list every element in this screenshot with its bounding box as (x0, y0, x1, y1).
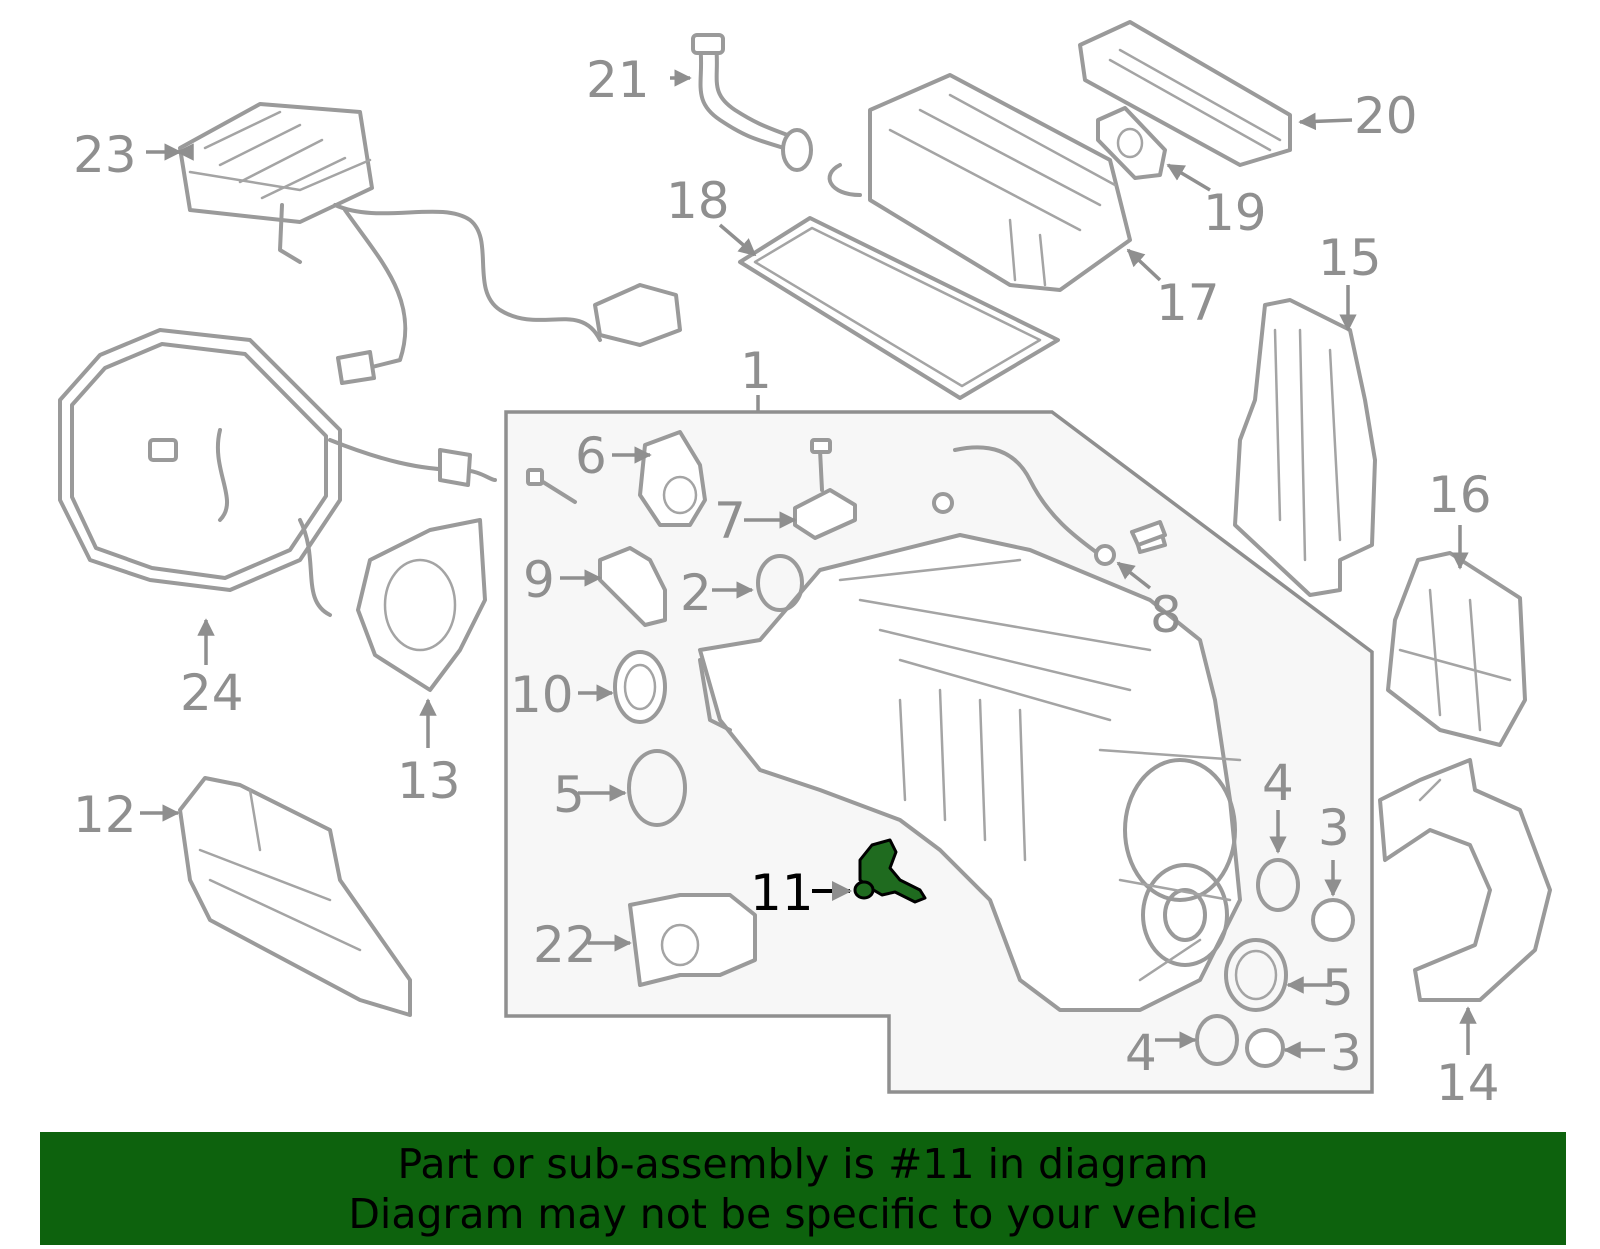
part-21-hose (691, 33, 813, 172)
leaders (140, 69, 1477, 1059)
part-2-oring (756, 554, 804, 612)
part-22-valve (628, 893, 757, 987)
callout-4a: 4 (1262, 754, 1294, 812)
part-19-gasket (1096, 106, 1167, 180)
part-11-highlighted-sensor[interactable] (853, 838, 927, 904)
callout-5b: 5 (1322, 959, 1354, 1017)
callout-6: 6 (575, 427, 607, 485)
banner-line-1: Part or sub-assembly is #11 in diagram (397, 1139, 1209, 1188)
part-3b-plug (1245, 1028, 1285, 1068)
callout-5a: 5 (553, 766, 585, 824)
callout-18: 18 (666, 172, 730, 230)
part-12-shield (178, 776, 412, 1017)
part-3a-plug (1311, 898, 1355, 942)
callout-7: 7 (714, 492, 746, 550)
part-8-bolt (1130, 520, 1167, 547)
part-23-harness (278, 203, 682, 385)
callout-3b: 3 (1330, 1024, 1362, 1082)
part-10-seal (613, 650, 667, 724)
callout-1: 1 (740, 342, 772, 400)
callout-21: 21 (586, 51, 650, 109)
part-5b-oring (1224, 938, 1288, 1012)
part-5a-oring (627, 749, 687, 827)
part-15-shield (1233, 298, 1377, 597)
part-23-module (178, 102, 374, 224)
part-17-inverter (827, 73, 1132, 292)
callout-23: 23 (73, 126, 137, 184)
part-9-sensor (598, 546, 667, 627)
part-4a-washer (1256, 858, 1300, 912)
callout-24: 24 (180, 664, 244, 722)
callouts: 1 2 3 3 4 4 5 5 6 7 8 9 10 11 12 13 14 1… (73, 51, 1500, 1112)
callout-11: 11 (750, 864, 814, 922)
callout-19: 19 (1203, 184, 1267, 242)
banner-line-2: Diagram may not be specific to your vehi… (348, 1189, 1258, 1238)
callout-17: 17 (1156, 274, 1220, 332)
callout-15: 15 (1318, 229, 1382, 287)
callout-9: 9 (523, 551, 555, 609)
callout-16: 16 (1428, 466, 1492, 524)
callout-4b: 4 (1125, 1024, 1157, 1082)
part-13-bracket (356, 518, 487, 692)
part-14-cover (1378, 758, 1552, 1002)
part-4b-washer (1195, 1014, 1239, 1066)
part-18-gasket (738, 216, 1060, 400)
part-24-frame (58, 328, 497, 617)
callout-22: 22 (533, 916, 597, 974)
callout-2: 2 (680, 564, 712, 622)
part-6-pump (638, 430, 707, 527)
callout-14: 14 (1436, 1054, 1500, 1112)
info-banner: Part or sub-assembly is #11 in diagram D… (40, 1132, 1566, 1245)
callout-10: 10 (510, 666, 574, 724)
part-16-shield (1386, 551, 1527, 747)
callout-8: 8 (1150, 586, 1182, 644)
part-7-bracket (793, 438, 857, 540)
part-20-cover (1078, 20, 1292, 167)
callout-13: 13 (397, 752, 461, 810)
part-1-motor-assembly (698, 445, 1242, 1012)
callout-12: 12 (73, 786, 137, 844)
callout-3a: 3 (1318, 799, 1350, 857)
part-6-bolt (526, 468, 577, 504)
callout-20: 20 (1354, 87, 1418, 145)
